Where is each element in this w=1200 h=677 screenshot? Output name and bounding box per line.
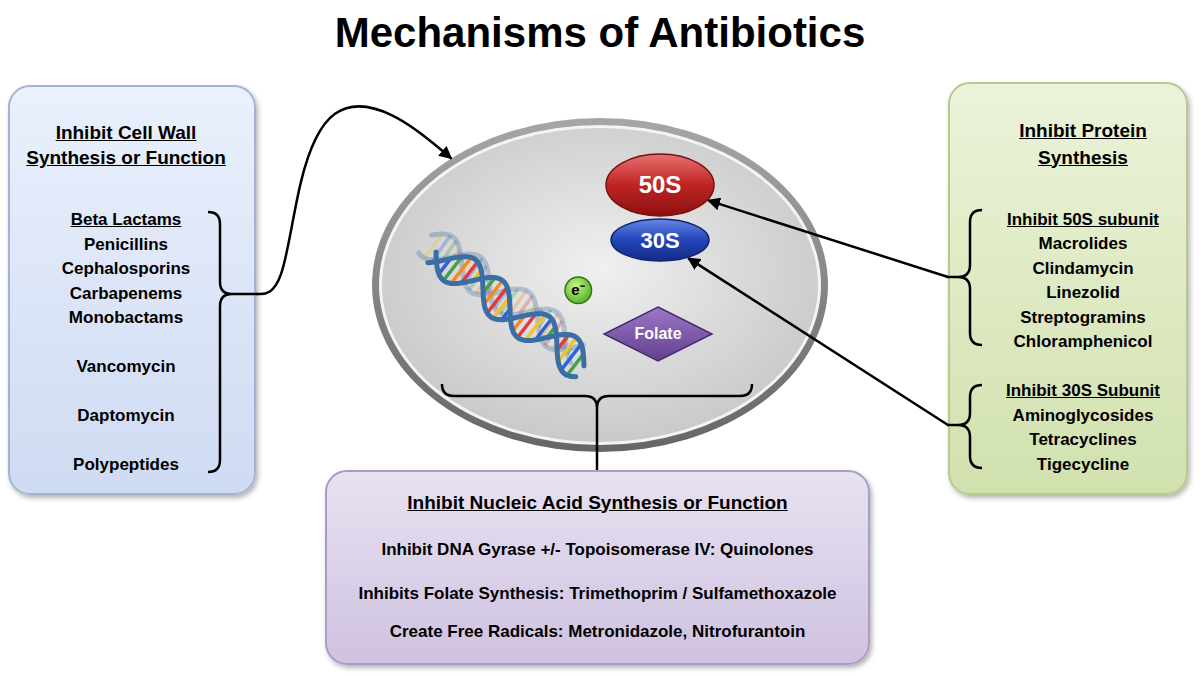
folate-label: Folate: [634, 325, 681, 343]
drug-name: Chloramphenicol: [1014, 330, 1153, 355]
subunit-label: 30S: [640, 228, 679, 253]
bracket: [10, 87, 11, 88]
bracket: [958, 385, 982, 468]
folate-diamond: Folate: [603, 306, 713, 362]
drug-name: Daptomycin: [77, 404, 174, 429]
drug-name: Tetracyclines: [1029, 428, 1136, 453]
bracket-stem: [947, 276, 958, 279]
mechanism-panel: Inhibit Nucleic Acid Synthesis or Functi…: [325, 470, 870, 665]
drug-name: Clindamycin: [1032, 257, 1133, 282]
drug-name: Macrolides: [1039, 232, 1128, 257]
mechanism-line: Inhibit DNA Gyrase +/- Topoisomerase IV:…: [381, 538, 813, 562]
bacterial-cell: 50S 30S e⁻ Folate: [372, 118, 828, 452]
mechanism-panel: Inhibit Cell Wall Synthesis or FunctionB…: [8, 85, 256, 495]
mechanism-panel: Inhibit Protein SynthesisInhibit 50S sub…: [948, 82, 1188, 495]
panel-heading: Inhibit Nucleic Acid Synthesis or Functi…: [407, 490, 787, 515]
cell-outline: [372, 118, 828, 452]
panel-heading: Inhibit Cell Wall Synthesis or Function: [16, 120, 236, 170]
ribosome-30s-subunit: 30S: [610, 218, 710, 262]
drug-name: Tigecycline: [1037, 453, 1129, 478]
electron-symbol: e⁻: [564, 276, 593, 305]
drug-name: Vancomycin: [76, 355, 175, 380]
drug-name: Linezolid: [1046, 281, 1120, 306]
electron-circle: [565, 277, 592, 304]
target-heading: Inhibit 50S subunit: [1007, 208, 1159, 233]
electron-label: e⁻: [571, 281, 584, 298]
drug-name: Monobactams: [69, 306, 183, 331]
ribosome-50s-subunit: 50S: [605, 153, 715, 217]
bracket: [950, 84, 951, 85]
cell-outline: [372, 118, 828, 452]
panel-heading: Inhibit Protein Synthesis: [993, 117, 1173, 171]
mechanism-line: Inhibits Folate Synthesis: Trimethoprim …: [359, 582, 837, 606]
bracket: [208, 212, 232, 472]
bracket: [958, 210, 982, 345]
drug-name: Streptogramins: [1020, 306, 1146, 331]
subunit-label: 50S: [639, 171, 682, 199]
bracket-stem: [947, 424, 958, 427]
mechanism-line: Create Free Radicals: Metronidazole, Nit…: [390, 620, 806, 644]
target-heading: Inhibit 30S Subunit: [1006, 379, 1160, 404]
drug-name: Aminoglycosides: [1013, 404, 1154, 429]
cell-outline: [379, 125, 821, 445]
drug-name: Penicillins: [84, 233, 168, 258]
drug-class-heading: Beta Lactams: [71, 208, 182, 233]
bracket-stem: [232, 293, 257, 296]
cell-outline: [382, 128, 818, 442]
title-bar: Mechanisms of Antibiotics: [0, 8, 1200, 58]
diagram-title: Mechanisms of Antibiotics: [335, 8, 866, 58]
drug-name: Cephalosporins: [62, 257, 190, 282]
drug-name: Carbapenems: [70, 282, 182, 307]
ribosome-ellipse: [606, 154, 714, 216]
ribosome-ellipse: [611, 219, 709, 261]
drug-name: Polypeptides: [73, 453, 179, 478]
diamond-shape: [604, 307, 712, 361]
